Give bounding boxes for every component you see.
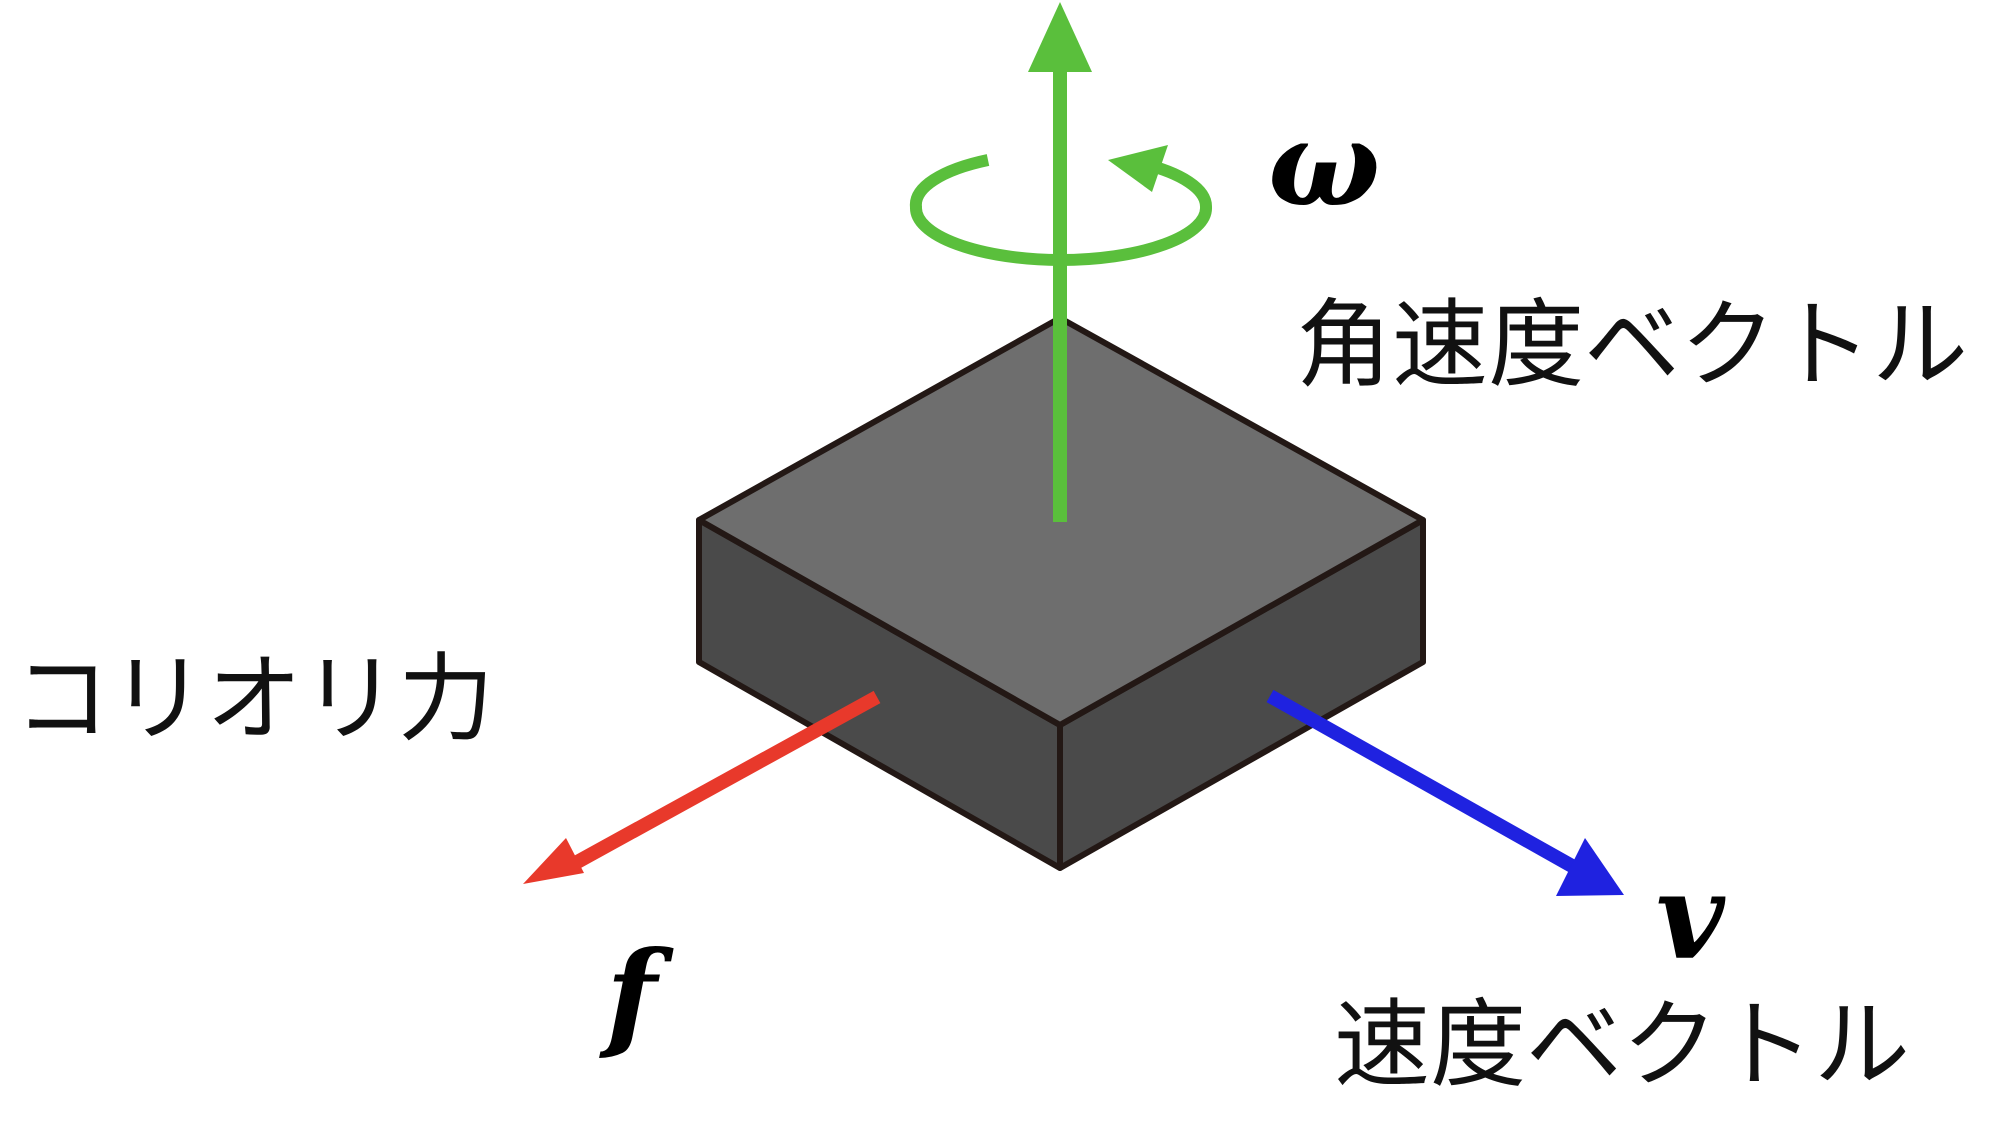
rotation-arrowhead (1108, 145, 1168, 192)
angular-velocity-label: 角速度ベクトル (1296, 289, 1968, 401)
v-symbol: v (1656, 847, 1726, 986)
arrow-down-left-icon (523, 690, 881, 884)
arrow-up-icon (1028, 2, 1092, 522)
omega-symbol: ω (1268, 94, 1380, 233)
f-symbol: f (599, 925, 674, 1064)
velocity-label: 速度ベクトル (1334, 989, 1910, 1101)
arrow-down-right-icon (1266, 689, 1624, 896)
coriolis-force-label: コリオリ力 (14, 643, 494, 755)
